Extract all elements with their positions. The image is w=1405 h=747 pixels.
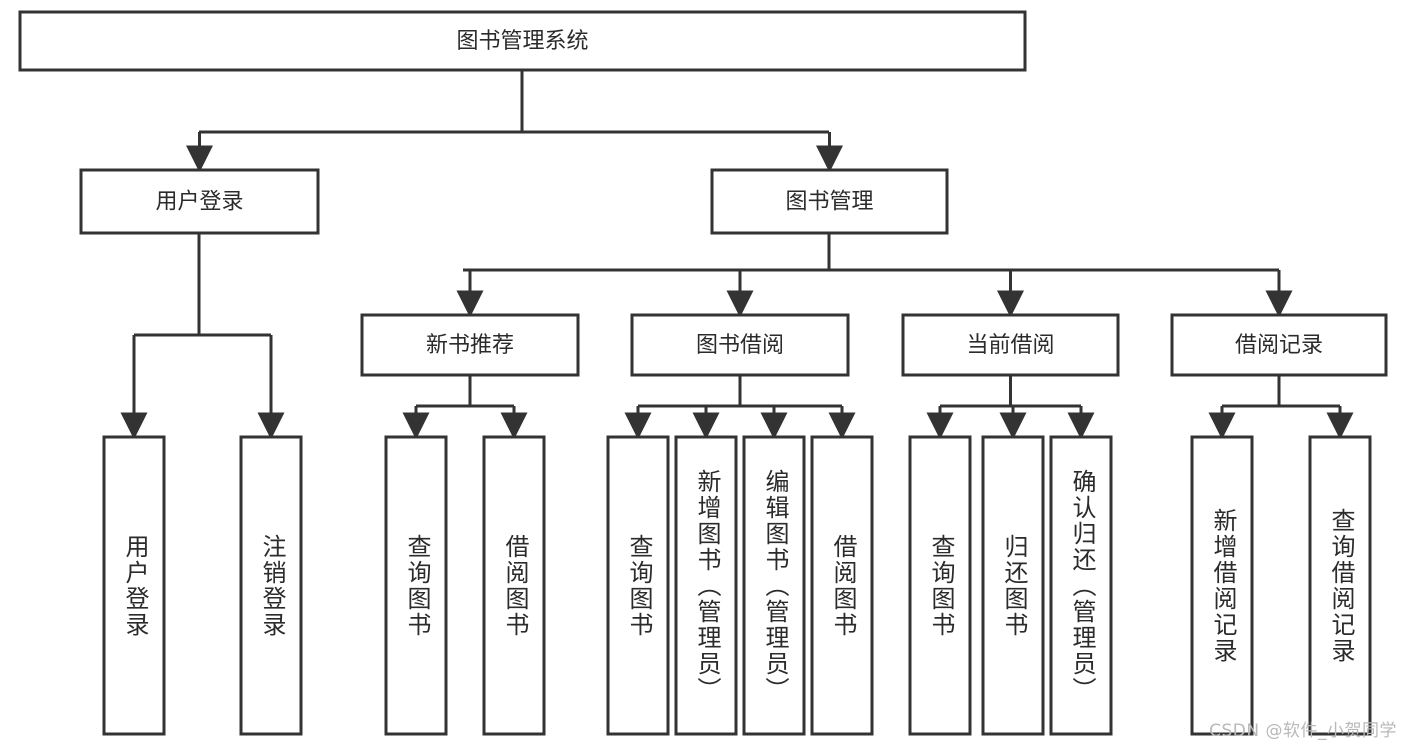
watermark-text: CSDN @软件_小贺同学 bbox=[1209, 721, 1397, 741]
leaf-leaf-query-book-borrow[interactable] bbox=[606, 435, 670, 736]
node-book-manage[interactable] bbox=[710, 168, 949, 235]
connector-layer bbox=[120, 70, 1354, 440]
node-label: 当前借阅 bbox=[966, 333, 1054, 358]
leaf-leaf-add-borrow-record[interactable] bbox=[1190, 435, 1254, 736]
leaf-leaf-return-book[interactable] bbox=[981, 435, 1045, 736]
leaf-leaf-edit-book[interactable] bbox=[742, 435, 806, 736]
leaf-leaf-query-book-rec[interactable] bbox=[384, 435, 448, 736]
leaf-leaf-borrow-book[interactable] bbox=[810, 435, 874, 736]
node-label: 借阅记录 bbox=[1235, 333, 1323, 358]
node-new-book-rec[interactable] bbox=[360, 313, 580, 377]
node-root[interactable] bbox=[18, 10, 1027, 72]
node-user-login[interactable] bbox=[79, 168, 320, 235]
node-borrow-record[interactable] bbox=[1170, 313, 1388, 377]
node-label: 图书借阅 bbox=[696, 333, 784, 358]
node-label: 用户登录 bbox=[155, 190, 243, 215]
leaf-leaf-query-borrow-record[interactable] bbox=[1308, 435, 1372, 736]
node-label: 图书管理系统 bbox=[456, 29, 588, 54]
leaf-leaf-add-book[interactable] bbox=[674, 435, 738, 736]
leaf-leaf-user-login[interactable] bbox=[102, 435, 166, 736]
node-label: 图书管理 bbox=[785, 190, 873, 215]
node-current-borrow[interactable] bbox=[901, 313, 1120, 377]
node-label: 新书推荐 bbox=[426, 333, 514, 358]
leaf-leaf-user-logout[interactable] bbox=[239, 435, 303, 736]
leaf-leaf-borrow-book-rec[interactable] bbox=[482, 435, 546, 736]
leaf-leaf-confirm-return[interactable] bbox=[1049, 435, 1113, 736]
node-book-borrow[interactable] bbox=[630, 313, 850, 377]
leaf-leaf-query-book-current[interactable] bbox=[908, 435, 972, 736]
